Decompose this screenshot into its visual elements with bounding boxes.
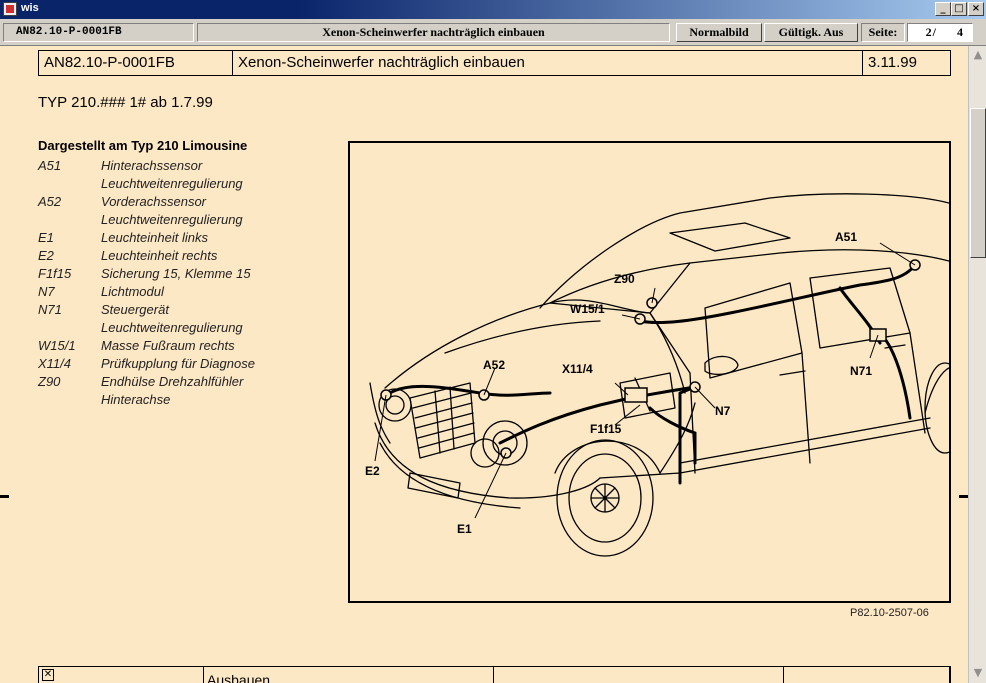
- legend-code: N71: [38, 302, 62, 317]
- minimize-button[interactable]: _: [935, 2, 951, 16]
- legend-row: E1 Leuchteinheit links: [38, 229, 328, 247]
- legend-description: Prüfkupplung für Diagnose: [101, 356, 255, 371]
- legend-description: Sicherung 15, Klemme 15: [101, 266, 251, 281]
- table-cell-empty: [494, 667, 784, 683]
- label-a52: A52: [483, 358, 505, 372]
- legend-description: Hinterachssensor: [101, 158, 203, 173]
- legend-row: Z90 Endhülse Drehzahlfühler: [38, 373, 328, 391]
- label-e1: E1: [457, 522, 472, 536]
- page-current: 2/: [925, 25, 937, 39]
- label-n71: N71: [850, 364, 872, 378]
- normalbild-button[interactable]: Normalbild: [676, 23, 762, 42]
- legend-code: X11/4: [38, 356, 72, 371]
- app-icon[interactable]: [3, 2, 17, 16]
- table-cell-icon: ✕: [39, 667, 204, 683]
- legend-description: Steuergerät: [101, 302, 169, 317]
- legend-code: Z90: [38, 374, 61, 389]
- legend-description: Leuchtweitenregulierung: [101, 212, 243, 227]
- legend-row: N71 Steuergerät: [38, 301, 328, 319]
- car-illustration: A51 Z90 W15/1 A52 X11/4 N71 N7 F1f15 E2 …: [365, 193, 949, 557]
- legend-row: A51 Hinterachssensor: [38, 157, 328, 175]
- legend-title: Dargestellt am Typ 210 Limousine: [38, 138, 248, 153]
- legend-code: A51: [38, 158, 62, 173]
- legend-row: Leuchtweitenregulierung: [38, 319, 328, 337]
- scroll-down-arrow-icon[interactable]: ▼: [973, 666, 983, 679]
- legend-description: Leuchteinheit links: [101, 230, 208, 245]
- legend-description: Vorderachssensor: [101, 194, 207, 209]
- margin-marker-left: [0, 495, 9, 498]
- page-indicator[interactable]: 2/ 4: [907, 23, 973, 42]
- close-button[interactable]: ×: [968, 2, 984, 16]
- legend-description: Endhülse Drehzahlfühler: [101, 374, 244, 389]
- legend-code: E2: [38, 248, 54, 263]
- legend-code: F1f15: [38, 266, 72, 281]
- legend-row: Leuchtweitenregulierung: [38, 211, 328, 229]
- legend-code: [38, 319, 101, 337]
- toolbar: AN82.10-P-0001FB Xenon-Scheinwerfer nach…: [0, 19, 986, 46]
- scroll-thumb[interactable]: [970, 108, 986, 258]
- vehicle-type-line: TYP 210.### 1# ab 1.7.99: [38, 94, 213, 111]
- legend-description: Hinterachse: [101, 392, 171, 407]
- legend-row: N7 Lichtmodul: [38, 283, 328, 301]
- legend-code: A52: [38, 194, 62, 209]
- procedure-table-row: ✕ Ausbauen: [38, 666, 951, 683]
- legend-row: Leuchtweitenregulierung: [38, 175, 328, 193]
- label-x11-4: X11/4: [562, 362, 593, 376]
- header-document-date: 3.11.99: [868, 54, 917, 71]
- page-total: 4: [957, 25, 964, 39]
- page-label: Seite:: [861, 23, 905, 42]
- label-f1f15: F1f15: [590, 422, 622, 436]
- label-w15-1: W15/1: [570, 302, 605, 316]
- legend-code: [38, 211, 101, 229]
- header-document-title: Xenon-Scheinwerfer nachträglich einbauen: [233, 51, 863, 75]
- legend-description: Leuchtweitenregulierung: [101, 320, 243, 335]
- legend-row: X11/4 Prüfkupplung für Diagnose: [38, 355, 328, 373]
- scroll-up-arrow-icon[interactable]: ▲: [973, 48, 983, 61]
- legend-row: W15/1 Masse Fußraum rechts: [38, 337, 328, 355]
- margin-marker-right: [959, 495, 968, 498]
- legend-code: [38, 391, 101, 409]
- document-header-table: AN82.10-P-0001FB Xenon-Scheinwerfer nach…: [38, 50, 951, 76]
- legend-description: Leuchteinheit rechts: [101, 248, 218, 263]
- legend-description: Masse Fußraum rechts: [101, 338, 235, 353]
- table-cell-empty: [784, 667, 950, 683]
- maximize-button[interactable]: □: [951, 2, 967, 16]
- window-title: wis: [21, 2, 39, 14]
- legend-code: W15/1: [38, 338, 76, 353]
- table-cell-step: Ausbauen: [204, 667, 494, 683]
- legend-row: Hinterachse: [38, 391, 328, 409]
- wiring-illustration: A51 Z90 W15/1 A52 X11/4 N71 N7 F1f15 E2 …: [348, 141, 951, 603]
- legend-description: Leuchtweitenregulierung: [101, 176, 243, 191]
- document-view[interactable]: AN82.10-P-0001FB Xenon-Scheinwerfer nach…: [0, 46, 968, 683]
- label-n7: N7: [715, 404, 731, 418]
- header-document-id: AN82.10-P-0001FB: [39, 51, 233, 75]
- legend-code: [38, 175, 101, 193]
- window-title-bar[interactable]: wis _ □ ×: [0, 0, 986, 19]
- legend-code: N7: [38, 284, 55, 299]
- legend-row: A52 Vorderachssensor: [38, 193, 328, 211]
- gueltigkeit-aus-button[interactable]: Gültigk. Aus: [764, 23, 858, 42]
- document-id-field: AN82.10-P-0001FB: [3, 23, 194, 42]
- document-title-field: Xenon-Scheinwerfer nachträglich einbauen: [197, 23, 670, 42]
- figure-reference: P82.10-2507-06: [850, 607, 929, 619]
- legend-row: E2 Leuchteinheit rechts: [38, 247, 328, 265]
- label-a51: A51: [835, 230, 857, 244]
- vertical-scrollbar[interactable]: ▲ ▼: [968, 46, 986, 683]
- label-z90: Z90: [614, 272, 635, 286]
- legend-code: E1: [38, 230, 54, 245]
- tool-icon[interactable]: ✕: [42, 669, 54, 681]
- label-e2: E2: [365, 464, 380, 478]
- legend-description: Lichtmodul: [101, 284, 164, 299]
- legend-row: F1f15 Sicherung 15, Klemme 15: [38, 265, 328, 283]
